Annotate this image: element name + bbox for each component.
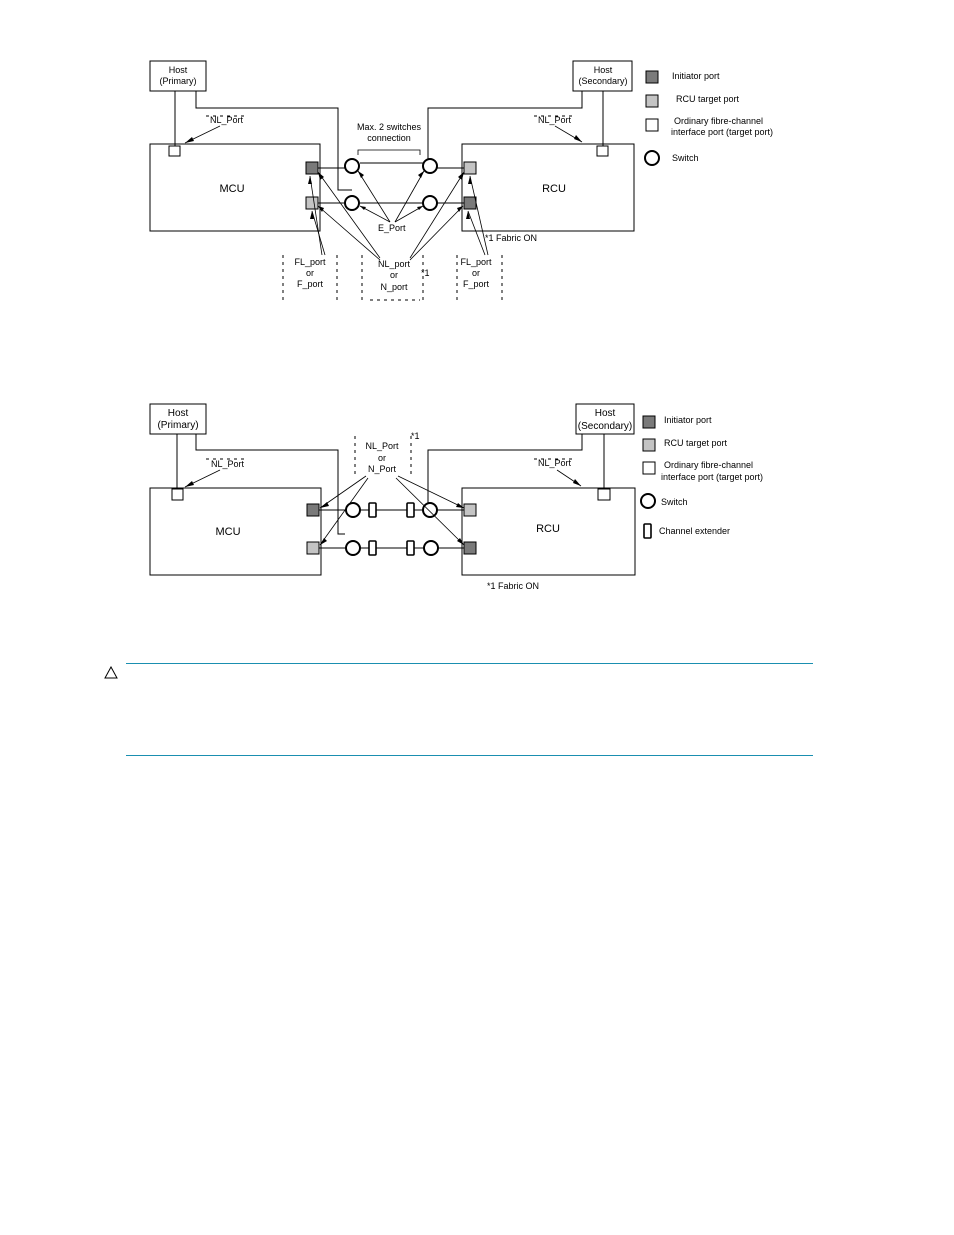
host-primary-label-2: (Primary) (157, 420, 198, 431)
nl-port-bottom-3: N_port (380, 282, 408, 292)
fl-port-right-2: or (472, 268, 480, 278)
channel-extender-icon (406, 502, 415, 518)
diagram-fabric-switches: Host (Primary) Host (Secondary) MCU RCU … (149, 60, 773, 301)
mcu-initiator-port (306, 503, 320, 517)
caution-triangle-icon (104, 666, 118, 679)
legend-ordinary-label-2: interface port (target port) (671, 127, 773, 137)
legend-rcu-target-swatch (642, 438, 656, 452)
host-primary-label-1: Host (169, 65, 188, 75)
rcu-ordinary-port (597, 488, 611, 501)
mcu-ordinary-port (168, 145, 181, 157)
rcu-box (461, 143, 635, 232)
rcu-rcu-target-port (463, 503, 477, 517)
max-switches-label-1: Max. 2 switches (357, 122, 422, 132)
max-switches-label-2: connection (367, 133, 411, 143)
legend-channel-extender-label: Channel extender (659, 526, 730, 536)
host-primary-box (149, 403, 207, 435)
switch-icon (345, 540, 361, 556)
legend-switch-label: Switch (672, 153, 699, 163)
nl-port-bottom-1: NL_port (378, 259, 411, 269)
channel-extender-icon (368, 502, 377, 518)
switch-icon (423, 540, 439, 556)
mcu-label: MCU (219, 183, 244, 195)
nl-port-bottom-2: or (390, 270, 398, 280)
caution-rule-top (126, 663, 813, 664)
legend-switch-icon (644, 150, 660, 166)
fl-port-left-1: FL_port (294, 257, 326, 267)
mcu-box (149, 487, 322, 576)
fl-port-left-3: F_port (297, 279, 324, 289)
nl-port-left-label: NL_Port (211, 459, 245, 469)
mcu-initiator-port (305, 161, 319, 175)
nl-port-top-3: N_Port (368, 464, 397, 474)
host-secondary-label-1: Host (595, 408, 616, 419)
diagram-channel-extenders: Host (Primary) Host (Secondary) MCU RCU … (149, 403, 763, 591)
rcu-initiator-port (463, 196, 477, 210)
mcu-ordinary-port (171, 488, 184, 501)
fabric-on-label: *1 Fabric ON (485, 233, 537, 243)
rcu-label: RCU (542, 183, 566, 195)
legend-initiator-swatch (642, 415, 656, 429)
host-secondary-label-2: (Secondary) (578, 421, 632, 432)
nl-port-right-label: NL_Port (538, 115, 572, 125)
mcu-rcu-target-port (305, 196, 319, 210)
footnote-mark-1: *1 (421, 268, 430, 278)
rcu-rcu-target-port (463, 161, 477, 175)
switch-icon (345, 502, 361, 518)
switch-icon (422, 195, 438, 211)
mcu-box (149, 143, 321, 232)
caution-rule-bottom (126, 755, 813, 756)
host-primary-label-2: (Primary) (160, 76, 197, 86)
host-secondary-label-2: (Secondary) (578, 76, 627, 86)
fabric-on-label: *1 Fabric ON (487, 581, 539, 591)
legend-rcu-target-label: RCU target port (676, 94, 740, 104)
channel-extender-icon (406, 540, 415, 556)
channel-extender-icon (368, 540, 377, 556)
legend-ordinary-label-1: Ordinary fibre-channel (674, 116, 763, 126)
host-secondary-box (575, 403, 635, 435)
host-primary-box (149, 60, 207, 92)
switch-icon (422, 502, 438, 518)
legend-rcu-target-label: RCU target port (664, 438, 728, 448)
legend-initiator-label: Initiator port (664, 415, 712, 425)
footnote-mark-2: *1 (411, 431, 420, 441)
legend-initiator-label: Initiator port (672, 71, 720, 81)
legend-ordinary-label-2: interface port (target port) (661, 472, 763, 482)
nl-port-right-label: NL_Port (538, 458, 572, 468)
nl-port-left-label: NL_Port (210, 115, 244, 125)
legend-ordinary-swatch (642, 461, 656, 475)
switch-icon (422, 158, 438, 174)
fl-port-right-3: F_port (463, 279, 490, 289)
fl-port-left-2: or (306, 268, 314, 278)
switch-icon (344, 158, 360, 174)
rcu-label: RCU (536, 523, 560, 535)
legend-switch-icon (640, 493, 656, 509)
host-primary-label-1: Host (168, 408, 189, 419)
rcu-box (461, 487, 636, 576)
legend-initiator-swatch (645, 70, 659, 84)
rcu-ordinary-port (596, 145, 609, 157)
legend-rcu-target-swatch (645, 94, 659, 108)
mcu-label: MCU (215, 526, 240, 538)
legend-switch-label: Switch (661, 497, 688, 507)
legend-ordinary-swatch (645, 118, 659, 132)
nl-port-top-1: NL_Port (365, 441, 399, 451)
switch-icon (344, 195, 360, 211)
fl-port-right-1: FL_port (460, 257, 492, 267)
host-secondary-label-1: Host (594, 65, 613, 75)
mcu-rcu-target-port (306, 541, 320, 555)
legend-ordinary-label-1: Ordinary fibre-channel (664, 460, 753, 470)
legend-channel-extender-icon (643, 523, 652, 539)
nl-port-top-2: or (378, 453, 386, 463)
host-secondary-box (572, 60, 633, 92)
rcu-initiator-port (463, 541, 477, 555)
e-port-label: E_Port (378, 223, 406, 233)
